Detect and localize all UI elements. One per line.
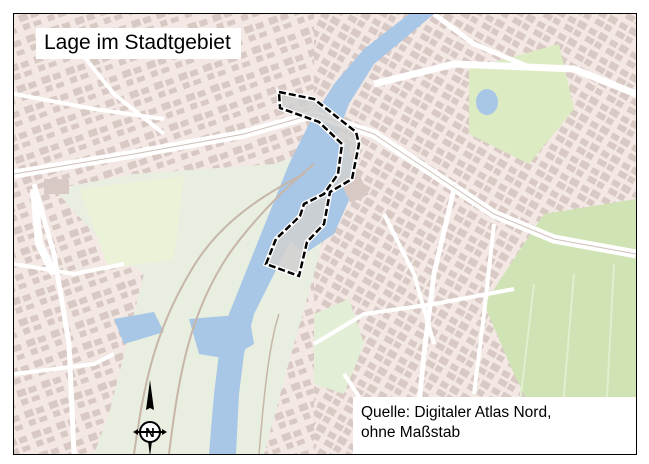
pond — [476, 89, 498, 115]
rail-line-1 — [168, 163, 315, 454]
road-west-2 — [14, 262, 125, 277]
road-north — [373, 60, 636, 98]
industrial-block-west — [44, 179, 69, 194]
rail-line-3 — [258, 313, 280, 454]
main-road-west-edge — [14, 113, 636, 255]
project-site-dash — [264, 90, 361, 278]
harbor-basin — [189, 314, 254, 359]
road-northwest-2 — [14, 92, 165, 121]
road-east-2 — [472, 223, 496, 395]
map-image — [14, 14, 636, 454]
source-line-2: ohne Maßstab — [361, 424, 461, 441]
road-west-1 — [31, 183, 77, 454]
map-frame: Lage im Stadtgebiet Quelle: Digitaler At… — [13, 13, 637, 455]
road-northwest — [72, 42, 166, 136]
meadow-northwest — [79, 176, 184, 269]
road-west-spur — [30, 188, 58, 276]
road-diagonal-ne — [432, 14, 535, 72]
north-letter: N — [145, 425, 154, 440]
meadow-east — [484, 199, 636, 454]
road-southeast — [312, 287, 515, 346]
canal-west — [114, 312, 164, 344]
map-title: Lage im Stadtgebiet — [36, 28, 241, 59]
river — [209, 14, 434, 454]
road-east-3 — [382, 213, 436, 345]
road-west-3 — [14, 352, 115, 376]
park-northeast — [469, 44, 574, 164]
rail-line-2 — [133, 173, 305, 454]
source-note: Quelle: Digitaler Atlas Nord, ohne Maßst… — [353, 397, 636, 454]
source-line-1: Quelle: Digitaler Atlas Nord, — [361, 404, 552, 421]
north-arrow-icon: N — [133, 380, 167, 454]
